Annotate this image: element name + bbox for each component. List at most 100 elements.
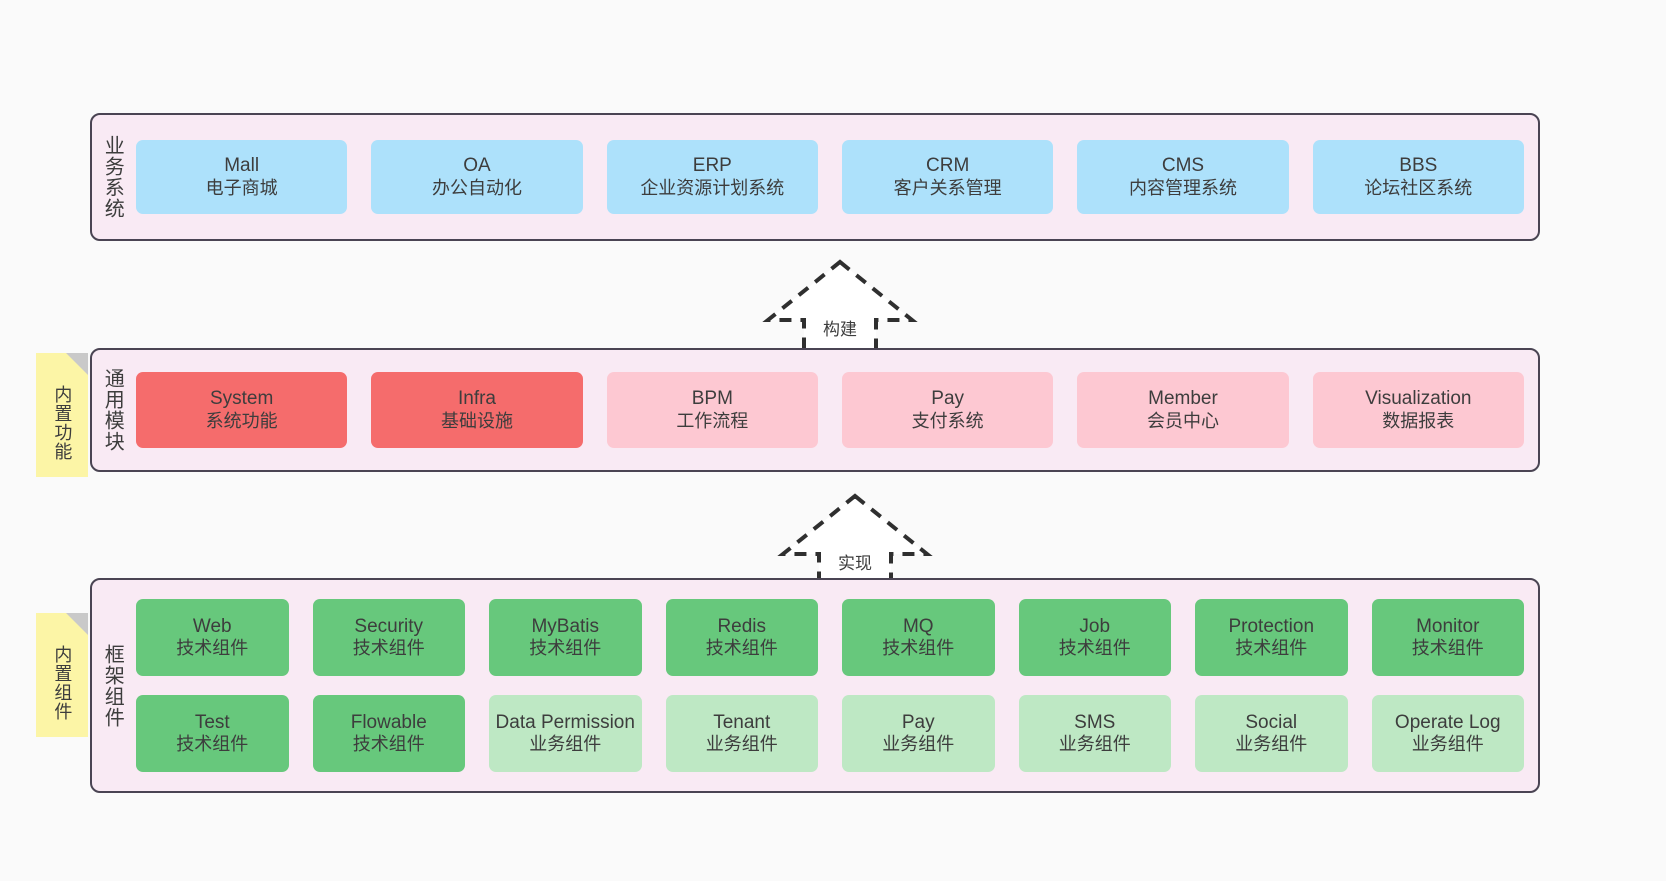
card-title: CMS — [1161, 155, 1205, 177]
card-subtitle: 内容管理系统 — [1128, 177, 1237, 198]
arrow-build-label: 构建 — [823, 320, 857, 339]
layer-label-common-modules: 通用模块 — [101, 368, 124, 452]
layer-business-systems: 业务系统 Mall 电子商城 OA 办公自动化 ERP 企业资源计划系统 CRM… — [90, 113, 1540, 241]
card-title: Security — [354, 615, 424, 637]
card-subtitle: 会员中心 — [1146, 410, 1219, 431]
card-subtitle: 技术组件 — [176, 638, 249, 659]
note-builtin-components: 内置组件 — [36, 613, 88, 737]
card-subtitle: 办公自动化 — [431, 177, 522, 198]
card-subtitle: 业务组件 — [529, 734, 602, 755]
card-title: BPM — [691, 388, 733, 410]
card-title: Pay — [901, 711, 935, 733]
note-text: 内置组件 — [52, 645, 73, 721]
card-oa[interactable]: OA 办公自动化 — [371, 140, 583, 214]
card-title: Web — [192, 615, 232, 637]
card-pay-module[interactable]: Pay 支付系统 — [841, 372, 1054, 448]
card-row: System 系统功能 Infra 基础设施 BPM 工作流程 Pay 支付系统… — [136, 372, 1524, 448]
card-subtitle: 技术组件 — [705, 638, 778, 659]
card-redis[interactable]: Redis 技术组件 — [665, 599, 818, 676]
card-title: OA — [463, 155, 491, 177]
card-subtitle: 技术组件 — [1411, 638, 1484, 659]
card-subtitle: 技术组件 — [529, 638, 602, 659]
card-title: Test — [194, 711, 230, 733]
card-system[interactable]: System 系统功能 — [136, 372, 348, 448]
card-test[interactable]: Test 技术组件 — [136, 695, 289, 772]
layer-label-business-systems: 业务系统 — [101, 135, 124, 219]
card-subtitle: 客户关系管理 — [893, 177, 1002, 198]
note-text: 内置功能 — [52, 385, 73, 461]
card-subtitle: 技术组件 — [352, 734, 425, 755]
card-erp[interactable]: ERP 企业资源计划系统 — [606, 140, 818, 214]
card-title: Pay — [931, 388, 965, 410]
card-subtitle: 业务组件 — [882, 734, 955, 755]
card-subtitle: 技术组件 — [882, 638, 955, 659]
card-title: Data Permission — [495, 711, 635, 733]
card-social[interactable]: Social 业务组件 — [1195, 695, 1348, 772]
card-web[interactable]: Web 技术组件 — [136, 599, 289, 676]
card-title: Operate Log — [1394, 711, 1501, 733]
arrow-implement-label: 实现 — [838, 554, 872, 573]
card-pay-component[interactable]: Pay 业务组件 — [842, 695, 995, 772]
layer-framework-components: 框架组件 Web 技术组件 Security 技术组件 MyBatis 技术组件… — [90, 578, 1540, 793]
card-row: Mall 电子商城 OA 办公自动化 ERP 企业资源计划系统 CRM 客户关系… — [136, 140, 1524, 214]
card-mall[interactable]: Mall 电子商城 — [136, 140, 348, 214]
card-title: Social — [1245, 711, 1298, 733]
card-bpm[interactable]: BPM 工作流程 — [606, 372, 818, 448]
card-tenant[interactable]: Tenant 业务组件 — [665, 695, 818, 772]
card-flowable[interactable]: Flowable 技术组件 — [312, 695, 465, 772]
card-job[interactable]: Job 技术组件 — [1018, 599, 1171, 676]
card-protection[interactable]: Protection 技术组件 — [1195, 599, 1348, 676]
card-title: Protection — [1228, 615, 1315, 637]
card-data-permission[interactable]: Data Permission 业务组件 — [489, 695, 642, 772]
card-title: Member — [1148, 388, 1218, 410]
card-mq[interactable]: MQ 技术组件 — [842, 599, 995, 676]
card-title: Job — [1079, 615, 1111, 637]
card-title: CRM — [926, 155, 970, 177]
card-member[interactable]: Member 会员中心 — [1077, 372, 1289, 448]
arrow-build-icon: 构建 — [760, 258, 920, 354]
card-title: Visualization — [1365, 388, 1472, 410]
card-infra[interactable]: Infra 基础设施 — [371, 372, 583, 448]
card-subtitle: 技术组件 — [176, 734, 249, 755]
card-subtitle: 数据报表 — [1382, 410, 1455, 431]
layer-body-framework-components: Web 技术组件 Security 技术组件 MyBatis 技术组件 Redi… — [132, 580, 1538, 791]
card-subtitle: 基础设施 — [440, 410, 513, 431]
card-title: Tenant — [713, 711, 771, 733]
card-title: SMS — [1074, 711, 1116, 733]
card-operate-log[interactable]: Operate Log 业务组件 — [1371, 695, 1524, 772]
card-subtitle: 业务组件 — [705, 734, 778, 755]
card-sms[interactable]: SMS 业务组件 — [1018, 695, 1171, 772]
card-title: MQ — [902, 615, 934, 637]
card-crm[interactable]: CRM 客户关系管理 — [841, 140, 1054, 214]
arrow-implement-icon: 实现 — [775, 492, 935, 588]
card-mybatis[interactable]: MyBatis 技术组件 — [489, 599, 642, 676]
card-subtitle: 电子商城 — [205, 177, 278, 198]
card-subtitle: 支付系统 — [911, 410, 984, 431]
layer-common-modules: 通用模块 System 系统功能 Infra 基础设施 BPM 工作流程 Pay… — [90, 348, 1540, 472]
card-subtitle: 业务组件 — [1058, 734, 1131, 755]
card-row: Test 技术组件 Flowable 技术组件 Data Permission … — [136, 695, 1524, 772]
layer-body-common-modules: System 系统功能 Infra 基础设施 BPM 工作流程 Pay 支付系统… — [132, 350, 1538, 470]
card-subtitle: 技术组件 — [1235, 638, 1308, 659]
card-title: System — [209, 388, 274, 410]
card-title: Monitor — [1416, 615, 1480, 637]
card-monitor[interactable]: Monitor 技术组件 — [1371, 599, 1524, 676]
card-title: MyBatis — [531, 615, 600, 637]
card-subtitle: 业务组件 — [1235, 734, 1308, 755]
card-subtitle: 系统功能 — [205, 410, 278, 431]
card-title: BBS — [1399, 155, 1438, 177]
card-visualization[interactable]: Visualization 数据报表 — [1312, 372, 1524, 448]
card-title: Infra — [457, 388, 496, 410]
card-title: Redis — [717, 615, 767, 637]
card-row: Web 技术组件 Security 技术组件 MyBatis 技术组件 Redi… — [136, 599, 1524, 676]
card-subtitle: 技术组件 — [352, 638, 425, 659]
card-subtitle: 业务组件 — [1411, 734, 1484, 755]
card-title: Mall — [224, 155, 260, 177]
card-subtitle: 论坛社区系统 — [1364, 177, 1473, 198]
layer-label-framework-components: 框架组件 — [101, 643, 124, 728]
card-cms[interactable]: CMS 内容管理系统 — [1077, 140, 1289, 214]
note-builtin-features: 内置功能 — [36, 353, 88, 477]
card-bbs[interactable]: BBS 论坛社区系统 — [1312, 140, 1524, 214]
card-security[interactable]: Security 技术组件 — [312, 599, 465, 676]
